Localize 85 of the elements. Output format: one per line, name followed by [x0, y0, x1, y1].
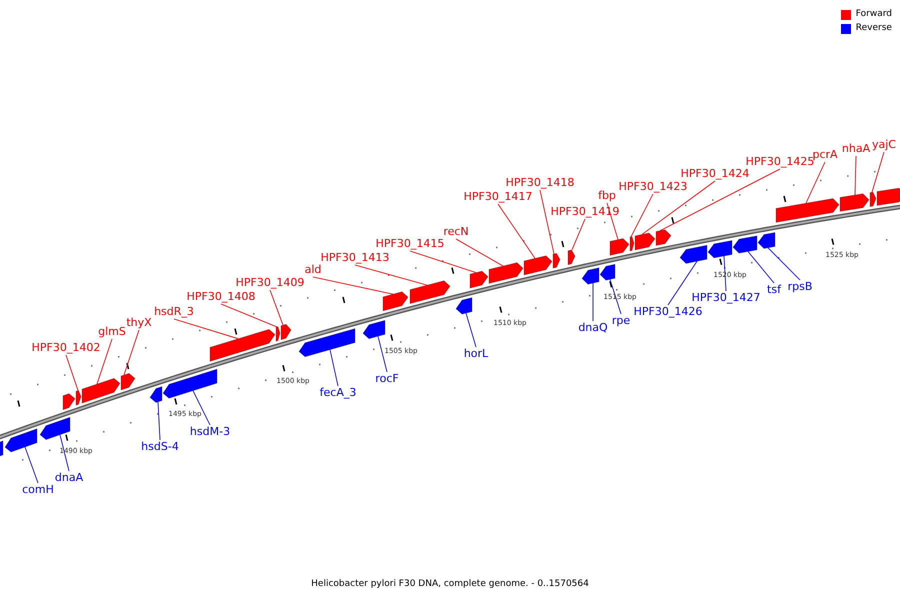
- gene-block: [456, 297, 472, 314]
- gene-label: HPF30_1409: [236, 276, 304, 290]
- legend-label: Forward: [856, 9, 892, 20]
- gene-block: [210, 329, 276, 362]
- gene-block: [600, 264, 616, 281]
- leader-line: [872, 152, 884, 193]
- gene-label: HPF30_1413: [320, 251, 390, 265]
- gene-label: HPF30_1417: [464, 190, 532, 204]
- gene-label: tsf: [767, 283, 781, 297]
- leader-line: [806, 162, 826, 204]
- gene-label: hsdM-3: [190, 425, 230, 439]
- leader-line: [312, 276, 394, 295]
- leader-line: [498, 204, 536, 259]
- caption: Helicobacter pylori F30 DNA, complete genome. - 0..1570564: [311, 578, 589, 591]
- gene-label: fecA_3: [320, 386, 356, 400]
- gene-block: [162, 368, 218, 399]
- gene-block: [410, 280, 450, 304]
- gene-block: [362, 320, 386, 340]
- leader-line: [572, 218, 586, 250]
- gene-label: yajC: [872, 138, 896, 152]
- gene-label: comH: [22, 483, 54, 497]
- leader-line: [660, 168, 780, 232]
- gene-label: dnaQ: [578, 321, 608, 335]
- leader-line: [854, 156, 856, 196]
- leader-line: [192, 390, 210, 426]
- gene-label: HPF30_1425: [746, 155, 814, 169]
- leader-line: [592, 282, 594, 322]
- leader-line: [354, 264, 428, 286]
- gene-label: fbp: [598, 189, 616, 203]
- gene-label: rpe: [612, 314, 630, 328]
- gene-label: HPF30_1424: [680, 167, 750, 181]
- leader-line: [748, 251, 774, 284]
- gene-label: HPF30_1423: [618, 180, 688, 194]
- leader-line: [124, 330, 140, 376]
- leader-line: [630, 194, 654, 238]
- gene-label: pcrA: [812, 148, 838, 162]
- gene-block: [382, 291, 408, 312]
- gene-block: [40, 416, 70, 440]
- leader-line: [330, 349, 338, 386]
- gene-block: [732, 235, 758, 254]
- leader-line: [410, 250, 476, 274]
- leader-line: [24, 446, 38, 484]
- gene-label: thyX: [126, 316, 152, 330]
- leader-line: [668, 260, 698, 306]
- leader-line: [456, 238, 504, 266]
- leader-line: [540, 190, 554, 254]
- leader-line: [270, 290, 284, 326]
- gene-block: [470, 270, 488, 289]
- gene-label: HPF30_1415: [376, 237, 444, 251]
- legend-label: Reverse: [856, 23, 892, 34]
- gene-label: horL: [464, 347, 488, 361]
- gene-label: dnaA: [54, 471, 84, 485]
- gene-block: [758, 232, 776, 249]
- leader-line: [466, 312, 476, 348]
- gene-label: hsdR_3: [154, 305, 194, 319]
- gene-block: [150, 386, 162, 403]
- leader-line: [768, 247, 800, 280]
- leader-line: [66, 354, 78, 391]
- gene-label: glmS: [98, 325, 126, 339]
- gene-block: [568, 250, 576, 266]
- gene-block: [0, 440, 4, 457]
- gene-label: ald: [304, 263, 322, 277]
- gene-label: HPF30_1408: [186, 290, 256, 304]
- gene-label: HPF30_1427: [692, 291, 760, 305]
- gene-block: [120, 373, 136, 390]
- leader-line: [158, 401, 160, 440]
- gene-label: HPF30_1426: [634, 305, 702, 319]
- gene-block: [656, 229, 672, 246]
- gene-label: recN: [443, 225, 469, 239]
- leader-line: [96, 338, 112, 384]
- gene-label: rpsB: [788, 280, 812, 294]
- leader-line: [378, 336, 388, 372]
- leader-line: [724, 256, 726, 292]
- gene-label: rocF: [375, 372, 399, 386]
- leader-line: [174, 318, 238, 340]
- leader-line: [642, 180, 716, 235]
- gene-label: hsdS-4: [141, 440, 179, 454]
- gene-label: HPF30_1402: [32, 341, 100, 355]
- gene-block: [298, 328, 356, 358]
- leader-line: [220, 304, 278, 328]
- gene-block: [680, 244, 708, 264]
- gene-label: nhaA: [842, 142, 870, 156]
- gene-block: [582, 267, 600, 285]
- gene-label: HPF30_1418: [506, 176, 574, 190]
- gene-block: [708, 240, 732, 258]
